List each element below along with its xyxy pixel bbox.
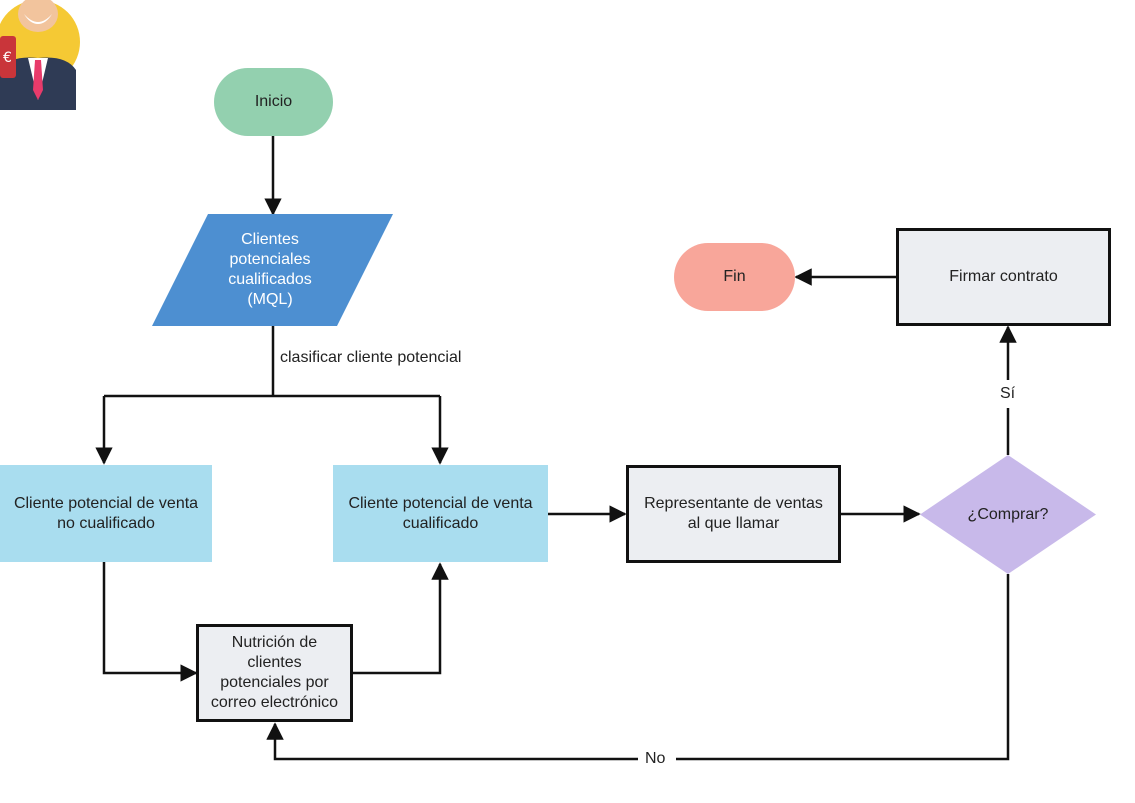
no-edge-label: No (641, 750, 670, 768)
unqualified-node: Cliente potencial de venta no cualificad… (0, 465, 212, 562)
qualified-label: Cliente potencial de venta cualificado (348, 494, 533, 532)
unqualified-label: Cliente potencial de venta no cualificad… (13, 494, 199, 532)
nurture-node: Nutrición de clientes potenciales por co… (196, 624, 353, 722)
edge-decision-no (676, 574, 1010, 761)
sign-contract-label: Firmar contrato (949, 268, 1058, 285)
classify-edge-label: clasificar cliente potencial (280, 349, 462, 366)
decision-label: ¿Comprar? (967, 505, 1049, 523)
mql-parallelogram (152, 214, 393, 326)
svg-text:€: € (3, 50, 12, 66)
edge-nurture-to-qualified (353, 562, 449, 675)
yes-edge-label: Sí (1000, 385, 1016, 402)
sales-rep-label: Representante de ventas al que llamar (644, 495, 823, 532)
qualified-node: Cliente potencial de venta cualificado (333, 465, 548, 562)
mql-node: Clientes potenciales cualificados (MQL) (200, 214, 340, 326)
sign-contract-node: Firmar contrato (896, 228, 1111, 326)
edge-unqualified-to-nurture (102, 562, 198, 682)
nurture-label: Nutrición de clientes potenciales por co… (210, 634, 339, 711)
start-label: Inicio (254, 93, 293, 110)
mql-label: Clientes potenciales cualificados (MQL) (228, 231, 312, 308)
decision-diamond (920, 455, 1096, 574)
edge-no-to-nurture (266, 722, 638, 761)
sales-rep-node: Representante de ventas al que llamar (626, 465, 841, 563)
start-node: Inicio (214, 68, 333, 136)
end-node: Fin (674, 243, 795, 311)
businessman-avatar-icon: € (0, 0, 80, 110)
decision-node: ¿Comprar? (920, 455, 1096, 574)
end-label: Fin (723, 268, 746, 285)
